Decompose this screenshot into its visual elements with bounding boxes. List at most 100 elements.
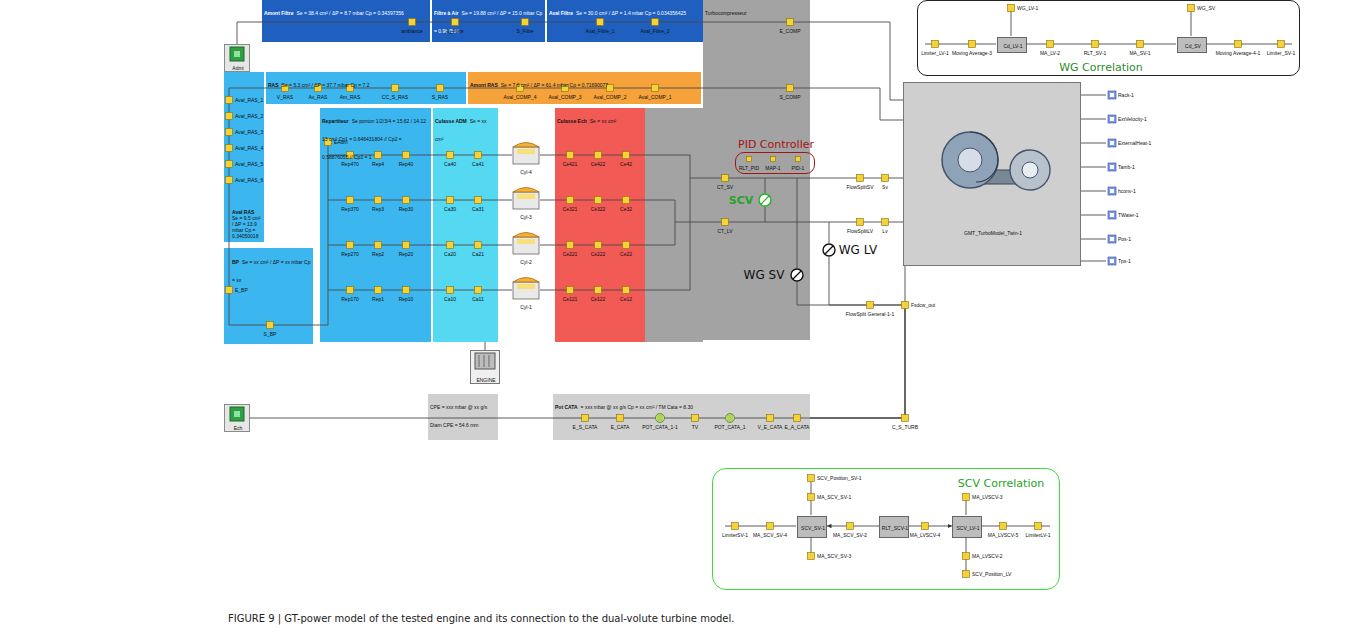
valve-symbol xyxy=(758,193,772,207)
cylinder-dome xyxy=(513,278,539,283)
signal-input-icon xyxy=(1108,211,1116,219)
valve-outline xyxy=(791,269,803,281)
pipe-line xyxy=(765,178,766,193)
pipe-element-icon xyxy=(771,157,776,162)
component-label: Rep270 xyxy=(341,251,359,257)
pipe-element-icon xyxy=(375,242,382,249)
component-icon xyxy=(226,161,233,168)
component-label: SCV_Position_LV xyxy=(972,571,1011,577)
valve-symbol xyxy=(790,268,804,282)
component-icon xyxy=(963,571,970,578)
component-label: Ce42 xyxy=(620,161,632,167)
component-icon xyxy=(595,242,602,249)
component-icon xyxy=(747,157,752,162)
pipe-element-icon xyxy=(447,287,454,294)
valve-outline xyxy=(759,194,771,206)
section-heading: BP xyxy=(232,259,239,265)
pipe-element-icon xyxy=(857,219,864,226)
pipe-element-icon xyxy=(867,302,874,309)
component-label: POT_CATA_1 xyxy=(714,424,745,430)
signal-input-icon xyxy=(1108,187,1116,195)
pipe-line xyxy=(328,155,512,156)
pipe-element-icon xyxy=(375,287,382,294)
pipe-element-icon xyxy=(403,152,410,159)
component-icon xyxy=(282,85,289,92)
component-label: Moving Average-3 xyxy=(952,50,992,56)
pipe-connector xyxy=(229,242,230,248)
component-icon xyxy=(1047,41,1054,48)
pipe-element-icon xyxy=(315,85,322,92)
valve-circle: WG SV xyxy=(790,268,804,282)
component-label: Cyl-2 xyxy=(520,259,532,265)
cylinder-symbol xyxy=(513,233,539,255)
pipe-element-icon xyxy=(475,287,482,294)
volute-line xyxy=(970,132,998,182)
pipe-element-icon xyxy=(475,152,482,159)
component-icon xyxy=(857,219,864,226)
component-label: Rep3 xyxy=(372,206,384,212)
component-icon xyxy=(617,415,624,422)
component-label: Aval_Filtre_1 xyxy=(585,28,614,34)
section-note: Turbocompresseur xyxy=(705,10,747,16)
pipe-element-icon xyxy=(902,415,909,422)
engine-icon-bar xyxy=(479,355,480,367)
component-label: Ce121 xyxy=(563,296,578,302)
component-label: Rep30 xyxy=(399,206,414,212)
pipe-connector xyxy=(498,418,553,419)
component-label: Limiter_SV-1 xyxy=(1267,50,1296,56)
combustion-zone xyxy=(517,239,535,244)
pipe-line xyxy=(829,222,830,243)
pipe-section-band: Aval FiltreSe = 30.0 cm² / ΔP = 1.4 mbar… xyxy=(547,0,703,42)
component-icon xyxy=(726,414,735,423)
component-icon xyxy=(567,197,574,204)
pipe-element-icon xyxy=(1235,41,1242,48)
component-icon xyxy=(226,287,233,294)
component-label: Cyl-3 xyxy=(520,214,532,220)
section-note: = xxx mbar @ xx g/s Cp = xx cm² / TM Cat… xyxy=(581,404,693,410)
component-label: Aval_RAS_2 xyxy=(235,113,263,119)
correlation-block: RLT_SCV-1 xyxy=(879,516,909,538)
pipe-line xyxy=(320,142,328,325)
component-label: FlowSplitLV xyxy=(847,228,873,234)
section-note: Se = 7.6 cm² / ΔP = 61.4 mbar Cp = 0.716… xyxy=(501,82,608,88)
cylinder-symbol xyxy=(513,188,539,210)
pipe-element-icon xyxy=(375,197,382,204)
component-label: MA_SCV_SV-3 xyxy=(817,553,851,559)
catalyst-grid xyxy=(732,414,733,422)
component-icon xyxy=(1035,523,1042,530)
pipe-element-icon xyxy=(567,152,574,159)
component-icon xyxy=(582,415,589,422)
component-label: Ca40 xyxy=(444,161,456,167)
component-icon xyxy=(1108,139,1116,147)
signal-input-core xyxy=(1110,259,1114,263)
catalyst-icon xyxy=(656,414,665,423)
component-label: Ca10 xyxy=(444,296,456,302)
section-heading: Amont RAS xyxy=(470,82,498,88)
component-label: Aval_RAS_3 xyxy=(235,129,263,135)
component-icon xyxy=(722,175,729,182)
signal-input-icon xyxy=(1108,163,1116,171)
signal-input-icon xyxy=(1108,257,1116,265)
component-icon xyxy=(375,152,382,159)
component-label: WG_SV xyxy=(1197,5,1215,11)
component-label: Ca31 xyxy=(472,206,484,212)
component-label: Ce422 xyxy=(591,161,606,167)
component-label: Rep170 xyxy=(341,296,359,302)
component-icon xyxy=(447,287,454,294)
component-icon xyxy=(1137,41,1144,48)
component-icon xyxy=(1108,115,1116,123)
pipe-element-icon xyxy=(403,287,410,294)
component-label: TWater-1 xyxy=(1118,212,1139,218)
pipe-element-icon xyxy=(226,177,233,184)
component-label: WG_LV-1 xyxy=(1017,5,1038,11)
component-label: RLT_SV-1 xyxy=(1084,50,1107,56)
component-label: hconv-1 xyxy=(1118,188,1136,194)
pipe-element-icon xyxy=(808,475,815,482)
component-label: E_S_CATA xyxy=(573,424,598,430)
component-icon xyxy=(447,152,454,159)
pipe-element-icon xyxy=(347,287,354,294)
catalyst-grid xyxy=(658,414,659,422)
component-label: Cyl-1 xyxy=(520,304,532,310)
cylinder-body xyxy=(513,237,539,254)
component-icon xyxy=(226,97,233,104)
